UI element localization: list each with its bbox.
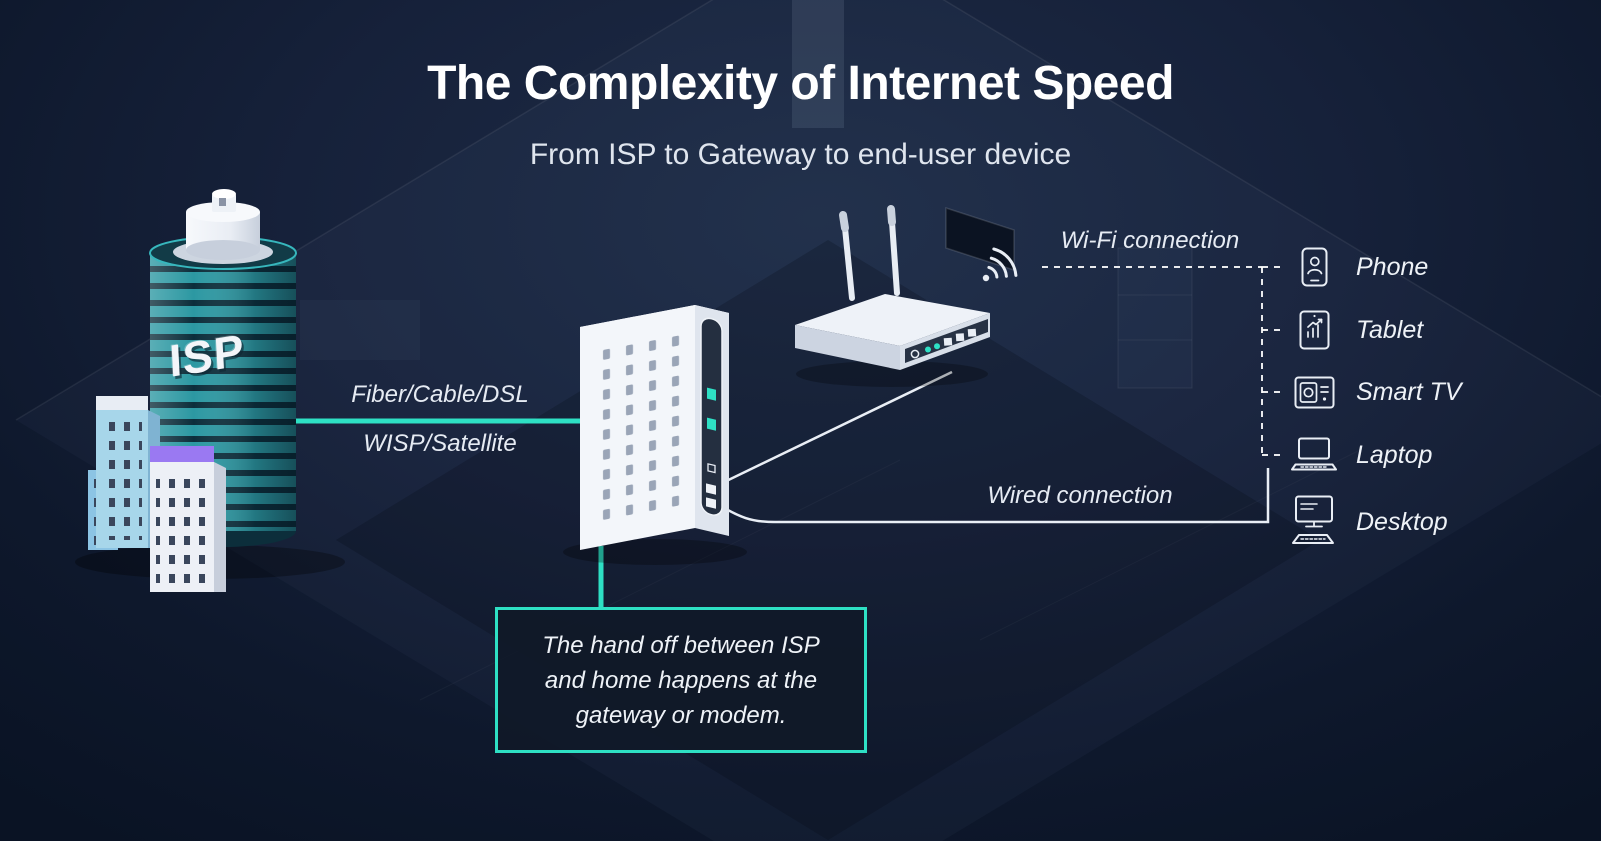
wifi-signal-icon bbox=[982, 247, 1018, 282]
gateway-modem-illustration bbox=[563, 305, 747, 565]
gateway-to-router-cable bbox=[715, 370, 953, 488]
device-label-desktop: Desktop bbox=[1356, 507, 1448, 536]
page-subtitle: From ISP to Gateway to end-user device bbox=[529, 138, 1072, 171]
modem-status-light bbox=[707, 387, 716, 401]
link-label-fiber-cable-dsl: Fiber/Cable/DSL bbox=[351, 381, 529, 408]
building-blue bbox=[96, 396, 160, 548]
isp-building-illustration bbox=[75, 189, 345, 592]
callout-line: and home happens at the bbox=[544, 666, 818, 694]
router-status-light bbox=[925, 346, 931, 353]
modem-side-panel bbox=[700, 317, 723, 516]
device-label-smart-tv: Smart TV bbox=[1356, 378, 1462, 406]
power-icon bbox=[910, 349, 920, 359]
device-row-laptop: Laptop bbox=[1286, 437, 1432, 473]
modem-vent-holes bbox=[594, 328, 680, 524]
smart-tv-icon bbox=[1286, 376, 1342, 409]
device-row-tablet: Tablet bbox=[1286, 310, 1423, 350]
device-label-phone: Phone bbox=[1356, 252, 1429, 281]
router-status-light bbox=[934, 343, 940, 350]
doorway-shape bbox=[792, 0, 844, 128]
link-label-wisp-satellite: WISP/Satellite bbox=[363, 430, 517, 457]
tablet-icon bbox=[1286, 310, 1342, 350]
wired-connection-label: Wired connection bbox=[987, 482, 1173, 509]
laptop-icon bbox=[1286, 437, 1342, 473]
router-port bbox=[967, 328, 977, 337]
callout-line: gateway or modem. bbox=[575, 701, 787, 729]
modem-port bbox=[706, 497, 716, 509]
device-row-phone: Phone bbox=[1286, 247, 1428, 287]
wifi-connection-label: Wi-Fi connection bbox=[1060, 227, 1240, 254]
building-white-purple bbox=[150, 446, 226, 592]
device-row-desktop: Desktop bbox=[1286, 495, 1448, 549]
callout-line: The hand off between ISP bbox=[542, 631, 820, 659]
counter-silhouette bbox=[300, 300, 420, 360]
antenna-icon bbox=[839, 205, 900, 301]
device-label-laptop: Laptop bbox=[1356, 440, 1433, 469]
wifi-router-illustration bbox=[795, 205, 990, 387]
modem-status-light bbox=[707, 417, 716, 431]
device-label-tablet: Tablet bbox=[1356, 315, 1424, 344]
desktop-icon bbox=[1286, 495, 1342, 549]
router-port bbox=[955, 333, 965, 342]
bookshelf-silhouette bbox=[1117, 247, 1193, 389]
device-row-smart-tv: Smart TV bbox=[1286, 376, 1462, 409]
phone-icon bbox=[1286, 247, 1342, 287]
router-port bbox=[943, 337, 953, 346]
modem-port bbox=[706, 483, 716, 495]
wifi-dashed-lines bbox=[1042, 266, 1286, 456]
callout-box: The hand off between ISP and home happen… bbox=[495, 607, 867, 753]
page-title: The Complexity of Internet Speed bbox=[427, 57, 1174, 110]
